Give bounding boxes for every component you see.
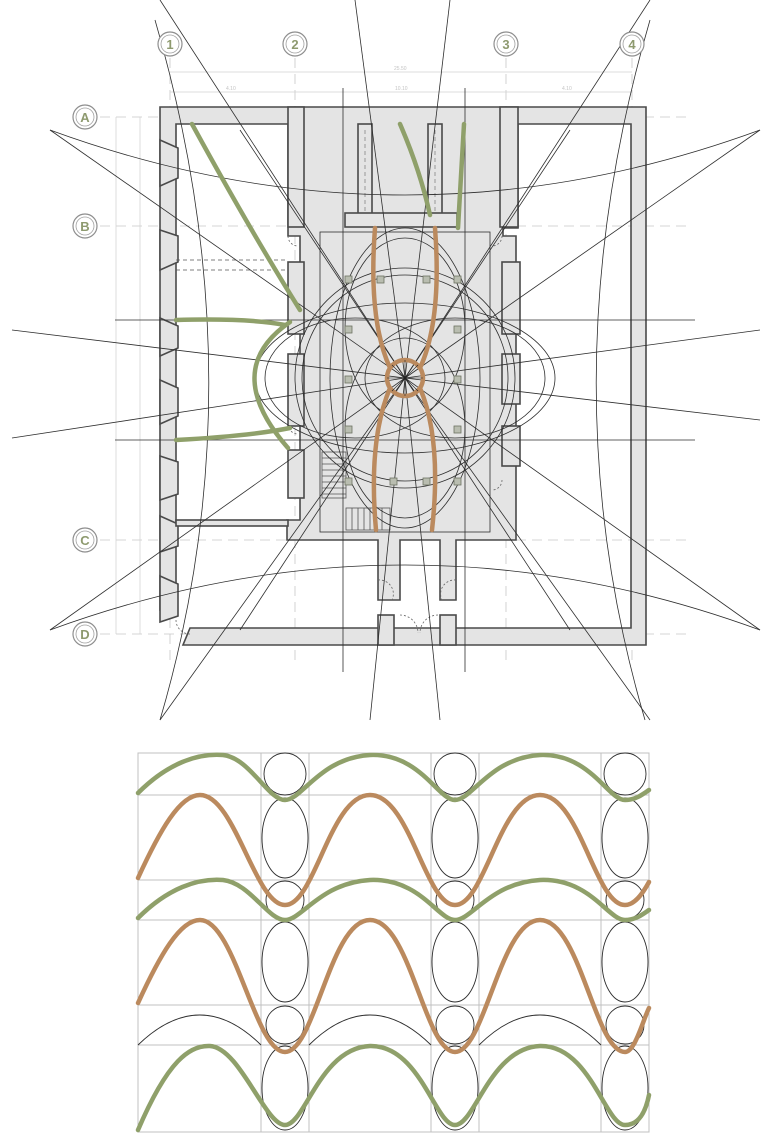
svg-text:D: D — [80, 627, 89, 642]
svg-text:4: 4 — [628, 37, 636, 52]
radial-center-lines — [387, 360, 423, 396]
pier-right-2 — [501, 353, 521, 405]
wall-top-room-bottom — [344, 212, 458, 228]
pattern-ovals — [137, 752, 649, 1131]
partition-left — [175, 519, 289, 527]
grid-bubble-4: 4 — [619, 31, 645, 57]
brown-waves — [135, 792, 652, 1055]
pier-left-1 — [287, 261, 305, 335]
grid-bubble-a: A — [72, 104, 98, 130]
grid-bubble-2: 2 — [282, 31, 308, 57]
svg-text:A: A — [80, 110, 90, 125]
wall-left-notches — [159, 138, 179, 624]
svg-text:1: 1 — [166, 37, 173, 52]
svg-text:C: C — [80, 533, 90, 548]
wall-bottom-right — [439, 614, 457, 646]
svg-text:B: B — [80, 219, 89, 234]
pier-left-3 — [287, 449, 305, 499]
wall-bottom-left — [377, 614, 395, 646]
grid-bubble-1: 1 — [157, 31, 183, 57]
wall-top-block-4 — [499, 106, 519, 228]
svg-text:3: 3 — [502, 37, 509, 52]
dimension-overall: 25.50 — [394, 66, 407, 72]
wall-top-block-1 — [287, 106, 305, 228]
dimension-span-2: 10.10 — [395, 86, 408, 92]
pier-right-3 — [501, 425, 521, 467]
row-bubbles: A B C D — [72, 104, 98, 647]
column-markers — [344, 275, 462, 486]
dimension-span-1: 4.10 — [226, 86, 236, 92]
grid-bubble-b: B — [72, 213, 98, 239]
green-waves — [135, 752, 652, 1133]
dimension-span-3: 4.10 — [562, 86, 572, 92]
grid-bubble-c: C — [72, 527, 98, 553]
pier-right-1 — [501, 261, 521, 335]
grid-bubble-d: D — [72, 621, 98, 647]
pattern-grid — [137, 752, 650, 1133]
dimension-lines: 25.50 4.10 10.10 4.10 — [115, 66, 632, 634]
wave-pattern-panel — [135, 752, 652, 1133]
column-bubbles: 1 2 3 4 — [157, 31, 645, 57]
grid-bubble-3: 3 — [493, 31, 519, 57]
svg-text:2: 2 — [291, 37, 298, 52]
staircase — [321, 451, 391, 531]
plan-green-curves — [173, 121, 467, 451]
